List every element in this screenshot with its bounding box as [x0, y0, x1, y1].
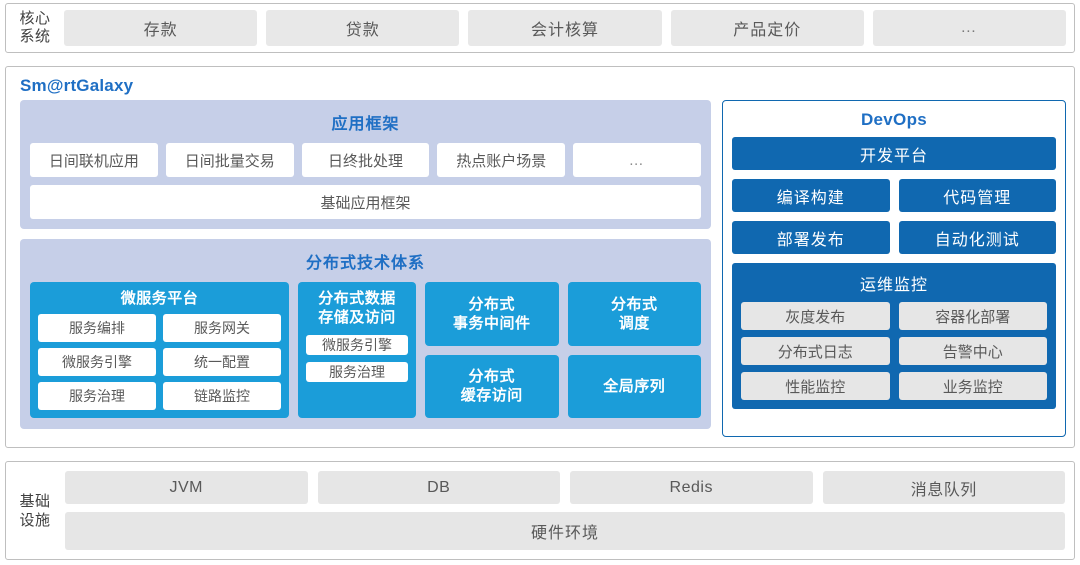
devops-automated-testing[interactable]: 自动化测试 — [898, 221, 1056, 254]
microservice-chip-row: 服务编排 服务网关 — [38, 314, 281, 342]
infrastructure-content: JVM DB Redis 消息队列 硬件环境 — [65, 471, 1065, 550]
cell-cache-line2: 缓存访问 — [460, 387, 523, 405]
devops-panel: DevOps 开发平台 编译构建 代码管理 部署发布 自动化测试 运维监控 灰度… — [722, 100, 1066, 437]
core-tab-pricing[interactable]: 产品定价 — [670, 10, 864, 46]
smartgalaxy-section: Sm@rtGalaxy 应用框架 日间联机应用 日间批量交易 日终批处理 热点账… — [5, 66, 1075, 448]
application-framework-title: 应用框架 — [331, 116, 400, 133]
distributed-data-store-title-line1: 分布式数据 — [318, 290, 396, 307]
devops-title: DevOps — [860, 110, 928, 129]
cell-global-sequence[interactable]: 全局序列 — [567, 354, 701, 418]
microservice-chip-row: 服务治理 链路监控 — [38, 382, 281, 410]
distributed-data-store-chip-list: 微服务引擎 服务治理 — [306, 335, 408, 382]
core-system-label-line2: 系统 — [19, 28, 51, 45]
app-chip-more[interactable]: … — [573, 143, 701, 177]
infrastructure-label: 基础 设施 — [12, 492, 58, 530]
infrastructure-label-line2: 设施 — [19, 511, 51, 529]
infra-chip-jvm[interactable]: JVM — [65, 471, 308, 504]
core-tab-deposit[interactable]: 存款 — [64, 10, 258, 46]
core-system-label: 核心 系统 — [12, 10, 58, 46]
microservice-platform-title: 微服务平台 — [120, 290, 199, 307]
core-system-section: 核心 系统 存款 贷款 会计核算 产品定价 … — [5, 3, 1075, 53]
ms-chip-service-gateway[interactable]: 服务网关 — [163, 314, 281, 342]
ms-chip-microservice-engine[interactable]: 微服务引擎 — [38, 348, 156, 376]
ms-chip-link-monitoring[interactable]: 链路监控 — [163, 382, 281, 410]
cell-distributed-scheduling[interactable]: 分布式 调度 — [567, 282, 701, 346]
app-chip-daytime-online[interactable]: 日间联机应用 — [30, 143, 158, 177]
monitor-chip-performance-monitoring[interactable]: 性能监控 — [741, 372, 890, 400]
microservice-chip-grid: 服务编排 服务网关 微服务引擎 统一配置 服务治理 链路监控 — [38, 314, 281, 410]
cell-tx-line1: 分布式 — [468, 295, 515, 313]
app-base-framework[interactable]: 基础应用框架 — [30, 185, 701, 219]
devops-monitoring-card: 运维监控 灰度发布 容器化部署 分布式日志 告警中心 性能监控 业务监控 — [732, 263, 1056, 409]
core-tab-more[interactable]: … — [872, 10, 1067, 46]
cell-cache-line1: 分布式 — [468, 368, 515, 386]
application-framework-chip-row: 日间联机应用 日间批量交易 日终批处理 热点账户场景 … — [30, 143, 701, 177]
core-tab-accounting[interactable]: 会计核算 — [468, 10, 662, 46]
cell-tx-line2: 事务中间件 — [452, 314, 531, 332]
distributed-cells-column-left: 分布式 事务中间件 分布式 缓存访问 — [425, 282, 559, 418]
infra-chip-redis[interactable]: Redis — [570, 471, 813, 504]
devops-row-2: 部署发布 自动化测试 — [732, 221, 1056, 254]
cell-sched-line1: 分布式 — [610, 295, 658, 313]
distributed-data-store-title: 分布式数据 存储及访问 — [306, 289, 408, 327]
ms-chip-service-orchestration[interactable]: 服务编排 — [38, 314, 156, 342]
monitor-chip-business-monitoring[interactable]: 业务监控 — [898, 372, 1047, 400]
distributed-data-store-title-line2: 存储及访问 — [318, 309, 396, 326]
infra-hardware-environment[interactable]: 硬件环境 — [65, 512, 1065, 550]
app-chip-daytime-batch[interactable]: 日间批量交易 — [165, 143, 294, 177]
core-system-label-line1: 核心 — [19, 10, 51, 27]
cell-seq-line1: 全局序列 — [603, 377, 666, 395]
monitoring-row: 性能监控 业务监控 — [741, 372, 1047, 400]
devops-compile-build[interactable]: 编译构建 — [732, 179, 890, 212]
microservice-chip-row: 微服务引擎 统一配置 — [38, 348, 281, 376]
devops-dev-platform[interactable]: 开发平台 — [732, 137, 1056, 170]
monitor-chip-alert-center[interactable]: 告警中心 — [898, 337, 1047, 365]
ms-chip-unified-config[interactable]: 统一配置 — [163, 348, 281, 376]
distributed-cells-column-right: 分布式 调度 全局序列 — [567, 282, 701, 418]
monitoring-row: 分布式日志 告警中心 — [741, 337, 1047, 365]
cell-distributed-transaction-middleware[interactable]: 分布式 事务中间件 — [425, 282, 559, 346]
infra-chip-message-queue[interactable]: 消息队列 — [822, 471, 1065, 504]
smartgalaxy-title: Sm@rtGalaxy — [20, 76, 134, 95]
infrastructure-chip-row: JVM DB Redis 消息队列 — [65, 471, 1065, 504]
distributed-tech-title: 分布式技术体系 — [305, 255, 425, 272]
infrastructure-label-line1: 基础 — [19, 492, 51, 510]
monitor-chip-distributed-logging[interactable]: 分布式日志 — [741, 337, 890, 365]
core-tab-loan[interactable]: 贷款 — [266, 10, 460, 46]
distributed-tech-grid: 微服务平台 服务编排 服务网关 微服务引擎 统一配置 服务治理 — [30, 282, 701, 418]
monitoring-row: 灰度发布 容器化部署 — [741, 302, 1047, 330]
devops-deploy-release[interactable]: 部署发布 — [732, 221, 890, 254]
distributed-tech-box: 分布式技术体系 微服务平台 服务编排 服务网关 微服务引擎 统一配置 — [20, 239, 711, 429]
distributed-data-store-card: 分布式数据 存储及访问 微服务引擎 服务治理 — [298, 282, 416, 418]
infra-chip-db[interactable]: DB — [317, 471, 560, 504]
cell-distributed-cache-access[interactable]: 分布式 缓存访问 — [425, 354, 559, 418]
app-chip-eod-batch[interactable]: 日终批处理 — [301, 143, 430, 177]
core-system-tab-list: 存款 贷款 会计核算 产品定价 … — [64, 10, 1067, 46]
smartgalaxy-left-column: 应用框架 日间联机应用 日间批量交易 日终批处理 热点账户场景 … 基础应用框架… — [20, 100, 711, 429]
microservice-platform-card: 微服务平台 服务编排 服务网关 微服务引擎 统一配置 服务治理 — [30, 282, 289, 418]
devops-monitoring-title: 运维监控 — [859, 277, 928, 294]
distributed-cells-grid: 分布式 事务中间件 分布式 缓存访问 — [425, 282, 701, 418]
ms-chip-service-governance[interactable]: 服务治理 — [38, 382, 156, 410]
app-chip-hot-account[interactable]: 热点账户场景 — [437, 143, 566, 177]
monitor-chip-containerized-deploy[interactable]: 容器化部署 — [898, 302, 1047, 330]
cell-sched-line2: 调度 — [618, 314, 650, 332]
devops-row-1: 编译构建 代码管理 — [732, 179, 1056, 212]
application-framework-box: 应用框架 日间联机应用 日间批量交易 日终批处理 热点账户场景 … 基础应用框架 — [20, 100, 711, 229]
monitor-chip-gray-release[interactable]: 灰度发布 — [741, 302, 890, 330]
devops-code-management[interactable]: 代码管理 — [898, 179, 1056, 212]
ds-chip-microservice-engine[interactable]: 微服务引擎 — [306, 335, 408, 355]
ds-chip-service-governance[interactable]: 服务治理 — [306, 362, 408, 382]
infrastructure-section: 基础 设施 JVM DB Redis 消息队列 硬件环境 — [5, 461, 1075, 560]
